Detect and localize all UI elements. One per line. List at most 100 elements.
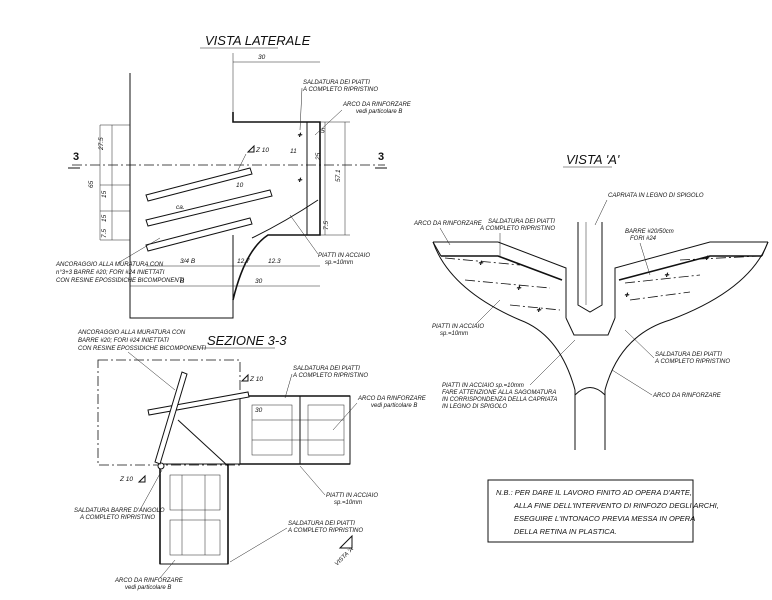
view-a-plate-b-label: FARE ATTENZIONE ALLA SAGOMATURA [442,390,556,396]
anchor-bar-2 [145,189,273,227]
leader [594,199,608,226]
dim-label: 15 [101,214,108,222]
dim-label: 11 [290,148,297,155]
note-line: ALLA FINE DELL'INTERVENTO DI RINFOZO DEG… [513,501,719,510]
axis-line [509,304,561,311]
view-arrow-icon [338,534,353,549]
dim-label: 10 [236,182,244,189]
dim-label: 12.3 [268,258,281,265]
section-anchor-label: BARRE #20; FORI #24 INIETTATI [78,338,169,344]
anchor-bar-1 [145,167,253,202]
section-weld-bar-label: SALDATURA BARRE D'ANGOLO [74,508,165,514]
axis-line [679,255,761,261]
cross-marker: ✚ [478,260,484,267]
section-view-title: SEZIONE 3-3 [207,333,287,348]
weld-symbol-label: Z 10 [255,147,269,154]
dim-label: 30 [255,278,263,285]
view-a: VISTA 'A' ✚ ✚ ✚ ✚ ✚ ✚ CAPRIATA IN [413,152,769,450]
leader [299,465,326,496]
lateral-plate-label: sp.=10mm [325,260,353,266]
view-a-truss-label: CAPRIATA IN LEGNO DI SPIGOLO [608,193,704,199]
note-line: N.B.: PER DARE IL LAVORO FINITO AD OPERA… [496,488,692,497]
lateral-weld-label: A COMPLETO RIPRISTINO [302,87,378,93]
center-joint [565,317,616,336]
dim-label: 12.7 [237,258,250,265]
right-arm-edge [761,241,769,257]
axis-line [629,291,691,301]
column-capital [574,387,606,396]
leader [237,153,247,171]
right-arm-curve [604,241,769,391]
anchor-bar-3 [145,217,253,252]
wall-outline [129,73,234,319]
leader [639,242,651,276]
axis-line [464,279,551,289]
weld-symbol-icon [246,144,255,153]
hatch-block [251,404,293,456]
leader [611,369,653,396]
corner-piece [228,396,241,465]
cross-marker: ✚ [516,285,522,292]
section-arch-label: ARCO DA RINFORZARE [357,396,427,402]
arch-curve [251,199,319,239]
left-arm-plate [441,255,563,281]
lateral-weld-label: SALDATURA DEI PIATTI [303,80,370,86]
leader [139,469,163,511]
view-a-weld-label: A COMPLETO RIPRISTINO [479,226,555,232]
view-a-plate-b-label: PIATTI IN ACCIAIO sp.=10mm [442,383,524,389]
view-a-weld-right-label: A COMPLETO RIPRISTINO [654,359,730,365]
plate-profile [232,112,321,301]
leader [474,299,501,326]
cross-marker: ✚ [297,132,303,139]
truss [577,222,603,313]
view-a-plate-label: sp.=10mm [440,331,468,337]
leader [117,237,161,264]
hatch-block [307,404,345,456]
weld-symbol-icon [240,373,249,382]
section-anchor-bar-1 [147,391,250,416]
view-a-plate-b-label: IN CORRISPONDENZA DELLA CAPRIATA [442,397,557,403]
leader [314,109,343,136]
left-arm-curve [432,241,576,391]
dim-label: 5 [321,128,325,135]
lateral-anchor-label: ANCORAGGIO ALLA MURATURA CON [55,262,164,268]
leader [159,559,176,579]
cross-marker: ✚ [297,177,303,184]
section-anchor-label: ANCORAGGIO ALLA MURATURA CON [77,330,186,336]
cross-marker: ✚ [624,292,630,299]
cross-marker: ✚ [704,255,710,262]
leader [229,527,288,563]
lateral-arch-label: vedi particolare B [356,109,402,115]
leader [127,351,176,391]
wall-section-outline [97,359,241,466]
view-a-arch-right-label: ARCO DA RINFORZARE [652,393,722,399]
dim-label: 7.5 [323,221,330,230]
dim-label: 65 [88,180,95,188]
left-arm-top [433,241,567,318]
leader [439,227,451,246]
dim-label: 57.1 [335,169,342,182]
section-weld-label: A COMPLETO RIPRISTINO [292,373,368,379]
note-box: N.B.: PER DARE IL LAVORO FINITO AD OPERA… [487,479,719,543]
view-a-title: VISTA 'A' [566,152,620,167]
axis-line [444,257,521,266]
section-weld-label: SALDATURA DEI PIATTI [293,366,360,372]
dim-label: B [180,278,185,285]
section-weld2-label: A COMPLETO RIPRISTINO [287,528,363,534]
leader [624,329,655,359]
right-arm-plate [618,255,762,281]
axis-line [624,274,701,284]
leader [284,373,293,399]
dim-label: 7.5 [101,229,108,238]
right-arm-top [614,241,768,318]
view-a-weld-label: SALDATURA DEI PIATTI [488,219,555,225]
section-anchor-label: CON RESINE EPOSSIDICHE BICOMPONENTI [78,346,206,352]
view-a-plate-b-label: IN LEGNO DI SPIGOLO [442,404,507,410]
corner-weld [157,462,165,470]
left-arm-edge [432,241,442,257]
leader [332,402,358,431]
section-plate-label: sp.=10mm [334,500,362,506]
section-arch2-label: ARCO DA RINFORZARE [114,578,184,584]
note-line: ESEGUIRE L'INTONACO PREVIA MESSA IN OPER… [514,514,695,523]
